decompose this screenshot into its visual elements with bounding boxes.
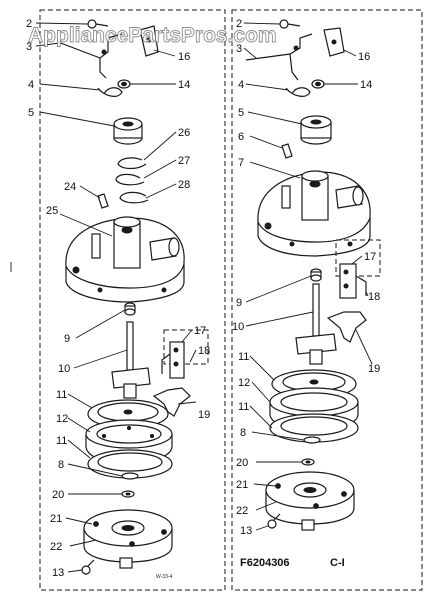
washer-part bbox=[121, 472, 139, 480]
right-callout-label: 16 bbox=[358, 51, 370, 63]
left-callout-label: 28 bbox=[178, 179, 190, 191]
right-callout-label: 9 bbox=[236, 297, 242, 309]
right-leader-lines bbox=[243, 22, 373, 531]
left-callout-label: 27 bbox=[178, 155, 190, 167]
right-callout-label: 22 bbox=[236, 505, 248, 517]
clip-part bbox=[139, 25, 159, 57]
gear-case-part bbox=[265, 471, 355, 531]
section-code: C-I bbox=[330, 557, 345, 569]
right-callout-label: 7 bbox=[238, 157, 244, 169]
shaft-part bbox=[111, 321, 151, 399]
screw-part bbox=[279, 19, 301, 29]
screw-part-13 bbox=[81, 559, 95, 575]
right-callouts: 2 3 16 4 14 5 6 7 17 9 18 10 19 11 12 11… bbox=[232, 18, 380, 537]
ring-part-26 bbox=[117, 157, 147, 170]
left-callout-label: 4 bbox=[28, 79, 34, 91]
ring-part-28 bbox=[119, 191, 149, 204]
left-callout-label: 18 bbox=[198, 345, 210, 357]
left-panel-frame bbox=[39, 9, 226, 591]
pulley-part bbox=[113, 117, 143, 145]
left-callout-label: 8 bbox=[58, 459, 64, 471]
nut-part-9 bbox=[310, 268, 322, 282]
left-callout-label: 20 bbox=[52, 489, 64, 501]
pulley-part bbox=[300, 115, 332, 145]
right-callout-label: 17 bbox=[364, 251, 376, 263]
right-callout-label: 11 bbox=[238, 351, 249, 363]
gear-case-part bbox=[83, 509, 173, 569]
left-callout-label: 21 bbox=[50, 513, 62, 525]
right-callout-label: 21 bbox=[236, 479, 248, 491]
washer-part-20 bbox=[301, 458, 315, 466]
right-assembly bbox=[245, 19, 381, 531]
gear-housing-part bbox=[257, 170, 371, 257]
right-callout-label: 19 bbox=[368, 363, 380, 375]
left-callout-label: 22 bbox=[50, 541, 62, 553]
cam-bracket-part bbox=[335, 239, 381, 299]
spring-clip-part bbox=[285, 87, 311, 97]
washer-part-20 bbox=[121, 490, 135, 498]
shaft-part bbox=[295, 283, 337, 365]
nut-part bbox=[311, 79, 325, 89]
left-callout-label: 19 bbox=[198, 409, 210, 421]
right-callout-label: 10 bbox=[232, 321, 244, 333]
right-callout-label: 11 bbox=[238, 401, 249, 413]
pin-part bbox=[281, 143, 293, 159]
right-callout-label: 3 bbox=[236, 43, 242, 55]
nut-part bbox=[117, 79, 131, 89]
watermark: AppliancePartsPros.com bbox=[28, 24, 277, 47]
left-callout-label: 24 bbox=[64, 181, 76, 193]
ring-part-27 bbox=[115, 173, 145, 186]
left-callout-label: 12 bbox=[56, 413, 68, 425]
right-callout-label: 14 bbox=[360, 79, 372, 91]
left-callout-label: 3 bbox=[26, 41, 32, 53]
right-callout-label: 18 bbox=[368, 291, 380, 303]
bracket-part bbox=[57, 33, 123, 79]
right-callout-label: 2 bbox=[236, 18, 242, 30]
left-callout-label: 17 bbox=[194, 325, 206, 337]
gear-housing-part bbox=[65, 216, 185, 303]
right-callout-label: 12 bbox=[238, 377, 250, 389]
nut-part-9 bbox=[124, 302, 136, 316]
clip-part bbox=[323, 27, 345, 57]
right-callout-label: 6 bbox=[238, 131, 244, 143]
small-note: W-33-4 bbox=[156, 574, 173, 580]
left-callout-label: 16 bbox=[178, 51, 190, 63]
left-leader-lines bbox=[35, 22, 197, 573]
washer-part bbox=[303, 436, 321, 444]
left-callout-label: 14 bbox=[178, 79, 190, 91]
screw-part-13 bbox=[267, 513, 281, 529]
figure-code: F6204306 bbox=[240, 557, 290, 569]
bracket-part bbox=[245, 33, 313, 81]
left-callout-label: 10 bbox=[58, 363, 70, 375]
right-callout-label: 4 bbox=[238, 79, 244, 91]
left-callout-label: 5 bbox=[28, 107, 34, 119]
pin-part bbox=[97, 193, 109, 209]
left-callout-label: 9 bbox=[64, 333, 70, 345]
left-assembly bbox=[57, 19, 209, 575]
left-callout-label: 26 bbox=[178, 127, 190, 139]
left-callout-label: 11 bbox=[56, 435, 67, 447]
right-callout-label: 8 bbox=[240, 427, 246, 439]
right-callout-label: 20 bbox=[236, 457, 248, 469]
left-callout-label: 25 bbox=[46, 205, 58, 217]
cam-part bbox=[326, 311, 367, 343]
spring-clip-part bbox=[97, 87, 123, 97]
left-callouts: 2 3 16 4 14 5 26 27 24 28 25 9 17 10 18 … bbox=[26, 18, 210, 580]
right-callout-label: 13 bbox=[240, 525, 252, 537]
left-callout-label: 11 bbox=[56, 389, 67, 401]
right-panel-frame bbox=[231, 9, 423, 591]
left-callout-label: 2 bbox=[26, 18, 32, 30]
right-callout-label: 5 bbox=[238, 107, 244, 119]
left-callout-label: 13 bbox=[52, 567, 64, 579]
cam-bracket-part bbox=[161, 329, 209, 379]
